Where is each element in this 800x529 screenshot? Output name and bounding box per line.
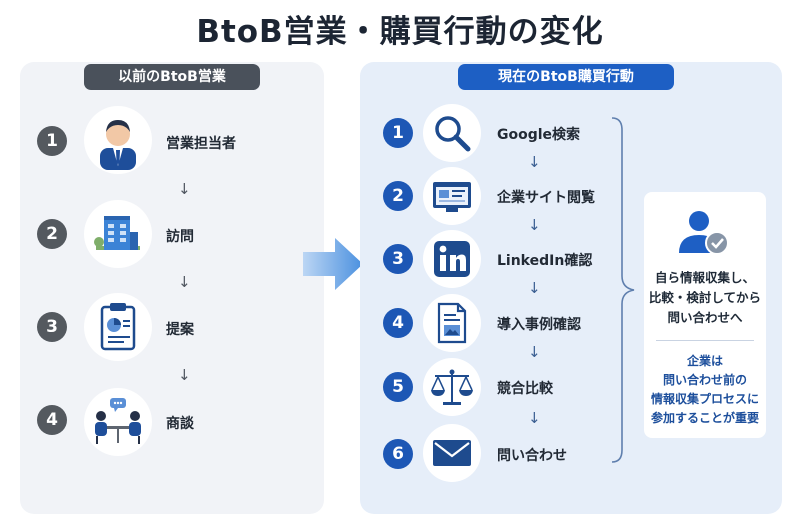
scale-icon	[423, 358, 481, 416]
right-step-number-2: 2	[383, 181, 413, 211]
left-step-label-2: 訪問	[166, 229, 194, 245]
left-arrow-3: ↓	[178, 366, 191, 384]
linkedin-icon	[423, 230, 481, 288]
page-title: BtoB営業・購買行動の変化	[196, 14, 604, 50]
left-step-number-3: 3	[37, 312, 67, 342]
salesperson-icon	[84, 106, 152, 174]
summary-line-1: 自ら情報収集し、	[654, 270, 755, 285]
search-icon	[423, 104, 481, 162]
right-step-label-6: 問い合わせ	[497, 448, 567, 464]
summary-line-2: 比較・検討してから	[648, 290, 762, 305]
summary-note-4: 参加することが重要	[650, 411, 759, 425]
summary-note-2: 問い合わせ前の	[662, 373, 747, 387]
grouping-bracket	[611, 117, 635, 463]
summary-divider	[656, 340, 754, 341]
left-step-label-3: 提案	[166, 322, 194, 338]
summary-note-1: 企業は	[686, 354, 723, 368]
meeting-icon	[84, 388, 152, 456]
right-step-number-1: 1	[383, 118, 413, 148]
mail-icon	[423, 424, 481, 482]
right-step-label-3: LinkedIn確認	[497, 253, 593, 269]
left-step-label-1: 営業担当者	[166, 136, 236, 152]
current-buying-header: 現在のBtoB購買行動	[458, 64, 674, 90]
user-check-icon	[677, 207, 733, 263]
right-step-number-5: 5	[383, 372, 413, 402]
right-step-label-2: 企業サイト閲覧	[497, 190, 595, 206]
summary-note: 企業は 問い合わせ前の 情報収集プロセスに 参加することが重要	[644, 352, 766, 428]
right-step-number-6: 6	[383, 439, 413, 469]
right-arrow-2: ↓	[528, 216, 541, 234]
right-arrow-4: ↓	[528, 343, 541, 361]
proposal-clipboard-icon	[84, 293, 152, 361]
left-arrow-1: ↓	[178, 180, 191, 198]
left-step-label-4: 商談	[166, 416, 194, 432]
right-step-label-5: 競合比較	[497, 381, 553, 397]
right-step-label-1: Google検索	[497, 127, 581, 143]
summary-line-3: 問い合わせへ	[667, 310, 743, 325]
case-study-document-icon	[423, 294, 481, 352]
previous-sales-header: 以前のBtoB営業	[84, 64, 260, 90]
office-building-icon	[84, 200, 152, 268]
right-step-number-4: 4	[383, 308, 413, 338]
summary-card	[644, 192, 766, 438]
left-step-number-4: 4	[37, 405, 67, 435]
right-step-label-4: 導入事例確認	[497, 317, 581, 333]
left-step-number-2: 2	[37, 219, 67, 249]
right-arrow-3: ↓	[528, 279, 541, 297]
right-arrow-1: ↓	[528, 153, 541, 171]
right-arrow-5: ↓	[528, 409, 541, 427]
summary-main-text: 自ら情報収集し、 比較・検討してから 問い合わせへ	[644, 268, 766, 328]
transition-arrow	[303, 238, 363, 290]
left-step-number-1: 1	[37, 126, 67, 156]
summary-note-3: 情報収集プロセスに	[650, 392, 759, 406]
previous-sales-panel	[20, 62, 324, 514]
website-icon	[423, 167, 481, 225]
right-step-number-3: 3	[383, 244, 413, 274]
left-arrow-2: ↓	[178, 273, 191, 291]
